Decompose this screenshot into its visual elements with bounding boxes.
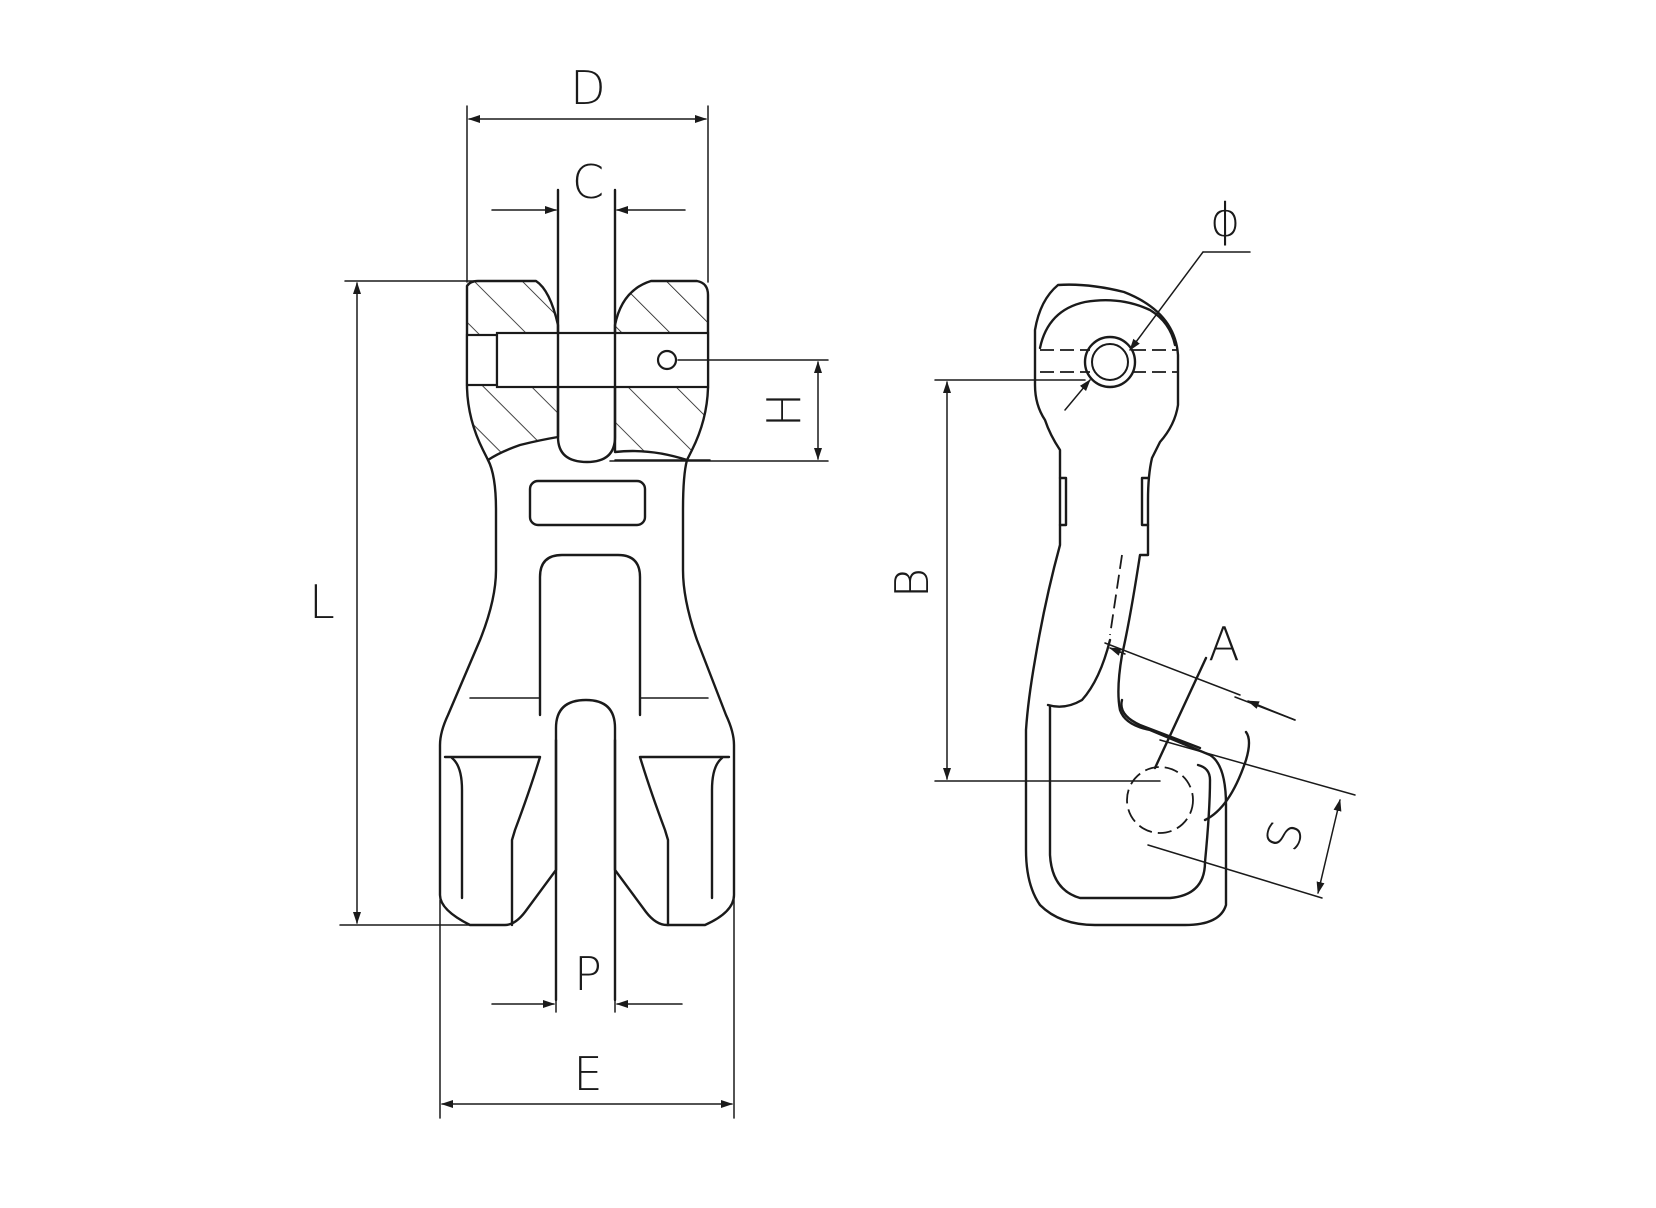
- side-pin-hole-inner: [1091, 343, 1129, 381]
- right-prong-bevel: [638, 755, 731, 927]
- label-H: H: [757, 393, 811, 428]
- label-C: C: [572, 155, 604, 209]
- cotter-pin-hole: [656, 349, 678, 371]
- side-shank-mark-left: [1058, 476, 1068, 527]
- marking-slot: [528, 479, 647, 527]
- dimension-A-arrow: [1247, 700, 1296, 721]
- side-eye-inner: [1038, 299, 1177, 350]
- label-S: S: [1255, 815, 1315, 857]
- label-phi: ϕ: [1210, 193, 1240, 247]
- side-dimensions: ϕ B A S: [885, 193, 1356, 899]
- side-hook-tip: [1120, 698, 1202, 750]
- dimension-phi-leader: [1129, 251, 1204, 351]
- side-shank-mark-right: [1140, 476, 1150, 527]
- side-inner-opening: [1048, 704, 1212, 900]
- front-view: [438, 188, 736, 1002]
- label-A: A: [1208, 617, 1239, 671]
- front-dimensions: D C H L P E: [309, 61, 829, 1119]
- pin-left-stub: [465, 333, 499, 387]
- latch-dashed: [1109, 554, 1123, 636]
- label-E: E: [573, 1047, 602, 1101]
- label-P: P: [574, 947, 602, 1001]
- label-D: D: [570, 61, 605, 115]
- side-outline: [1024, 283, 1228, 927]
- hook-body-outline: [438, 458, 736, 927]
- dimension-S: [1316, 799, 1342, 894]
- throat-opening: [538, 553, 642, 717]
- side-view: [1024, 283, 1251, 927]
- side-chain-link-body: [1153, 656, 1251, 822]
- label-L: L: [309, 575, 335, 629]
- side-pin-hole-outer: [1083, 335, 1137, 389]
- lower-chain-link: [554, 698, 617, 1002]
- upper-chain-link: [556, 188, 617, 464]
- left-prong-bevel: [443, 755, 542, 927]
- latch-solid: [1046, 638, 1112, 708]
- side-chain-link-dashed: [1126, 766, 1194, 834]
- label-B: B: [885, 568, 939, 598]
